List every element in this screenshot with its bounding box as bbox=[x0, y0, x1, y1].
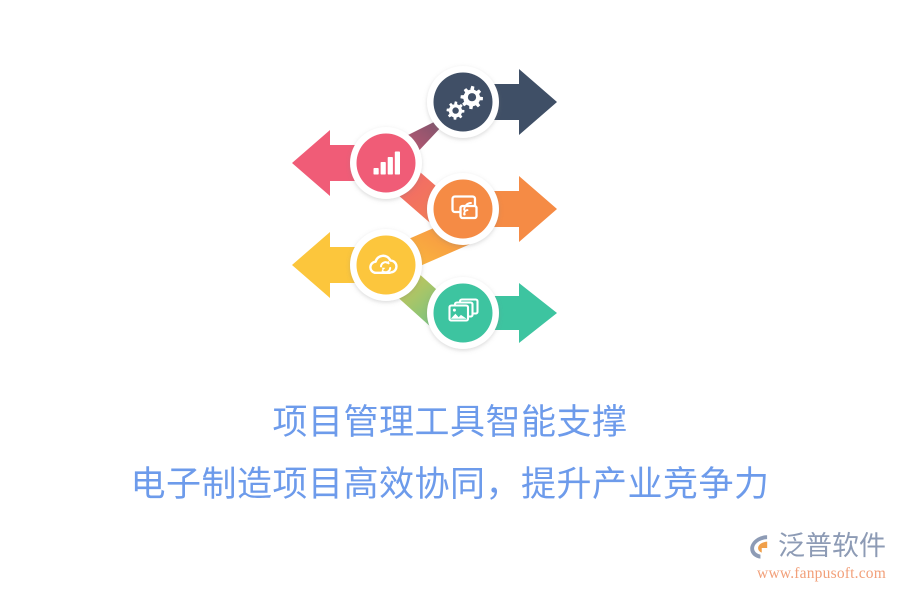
node-gallery[interactable] bbox=[427, 277, 499, 349]
headline-line-2: 电子制造项目高效协同，提升产业竞争力 bbox=[130, 464, 770, 504]
node-screen-cast[interactable] bbox=[427, 173, 499, 245]
infographic-svg bbox=[292, 66, 557, 349]
headline-line-1: 项目管理工具智能支撑 bbox=[272, 403, 628, 442]
headline-block: 项目管理工具智能支撑 电子制造项目高效协同，提升产业竞争力 bbox=[0, 398, 900, 509]
node-cloud-sync[interactable] bbox=[350, 229, 422, 301]
brand-row: 泛普软件 bbox=[736, 530, 886, 564]
infographic-diagram bbox=[292, 66, 557, 349]
cloud-sync-icon bbox=[369, 254, 398, 274]
node-bar-chart[interactable] bbox=[350, 127, 422, 199]
brand-watermark[interactable]: 泛普软件 www.fanpusoft.com bbox=[736, 530, 886, 592]
fanpu-logo-mark bbox=[750, 535, 768, 559]
gallery-icon bbox=[448, 298, 479, 322]
brand-url: www.fanpusoft.com bbox=[757, 565, 886, 582]
screen-cast-icon bbox=[451, 195, 478, 220]
node-gears[interactable] bbox=[427, 66, 499, 138]
gears-icon bbox=[446, 85, 483, 120]
brand-name: 泛普软件 bbox=[778, 531, 886, 562]
bar-chart-icon bbox=[373, 151, 400, 175]
node-disc bbox=[356, 133, 416, 193]
node-disc bbox=[356, 235, 416, 295]
node-disc bbox=[433, 72, 493, 132]
